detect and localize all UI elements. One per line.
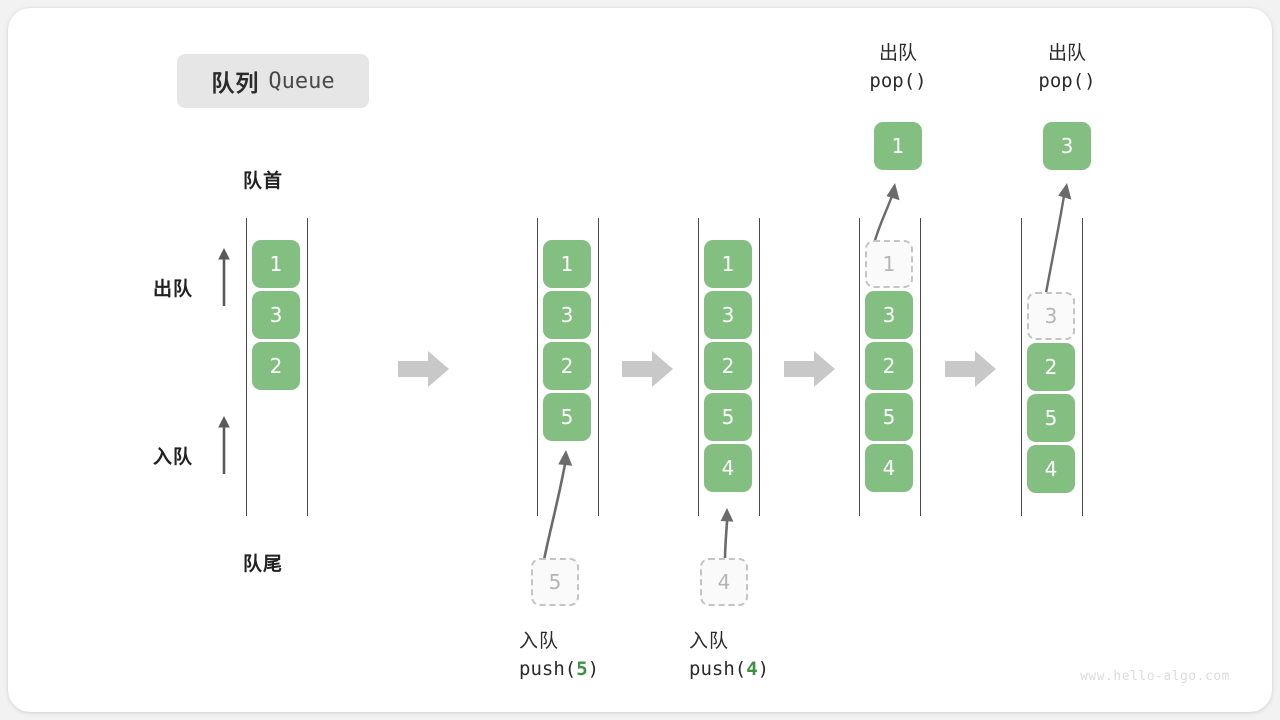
pop-1-caption: 出队 pop()	[836, 40, 960, 95]
queue-cell: 1	[704, 240, 752, 288]
popped-cell: 1	[874, 122, 922, 170]
queue-cell: 1	[543, 240, 591, 288]
pop-caption-code: pop()	[869, 69, 927, 92]
queue-cell: 4	[1027, 445, 1075, 493]
push-caption-code: push(4)	[689, 656, 769, 684]
code-suffix: )	[757, 657, 770, 680]
push-4-caption: 入队 push(4)	[689, 628, 769, 683]
cell-stack: 1 3 2 5 4	[865, 240, 913, 492]
queue-cell: 2	[1027, 343, 1075, 391]
queue-cell-new: 4	[704, 444, 752, 492]
queue-cell: 4	[865, 444, 913, 492]
dequeue-direction-arrow-icon	[215, 246, 233, 308]
dequeue-direction-label: 出队	[153, 279, 194, 300]
rail-right	[598, 218, 599, 516]
queue-cell: 5	[865, 393, 913, 441]
pop-caption-chinese: 出队	[878, 43, 917, 64]
cell-stack: 1 3 2	[252, 240, 300, 390]
pop-3-caption: 出队 pop()	[1005, 40, 1129, 95]
flow-arrow-icon	[398, 351, 450, 387]
queue-cell: 2	[704, 342, 752, 390]
code-number: 4	[746, 657, 758, 680]
rail-right	[759, 218, 760, 516]
rail-right	[920, 218, 921, 516]
push-5-caption: 入队 push(5)	[519, 628, 599, 683]
queue-cell: 2	[543, 342, 591, 390]
pending-input-cell: 4	[700, 558, 748, 606]
enqueue-direction-arrow-icon	[215, 414, 233, 476]
rail-left	[859, 218, 860, 516]
queue-cell: 3	[865, 291, 913, 339]
queue-cell: 3	[543, 291, 591, 339]
pending-input-cell: 5	[531, 558, 579, 606]
enqueue-direction-label: 入队	[153, 447, 194, 468]
queue-cell: 2	[865, 342, 913, 390]
cell-stack: 3 2 5 4	[1027, 292, 1075, 493]
code-prefix: push(	[519, 657, 577, 680]
rail-left	[246, 218, 247, 516]
queue-tail-label: 队尾	[243, 554, 284, 575]
queue-cell: 1	[252, 240, 300, 288]
queue-cell: 3	[704, 291, 752, 339]
rail-left	[698, 218, 699, 516]
push-caption-code: push(5)	[519, 656, 599, 684]
flow-arrow-icon	[784, 351, 836, 387]
diagram-title-chip: 队列 Queue	[177, 54, 369, 108]
rail-left	[537, 218, 538, 516]
queue-cell-removed: 1	[865, 240, 913, 288]
flow-arrow-icon	[622, 351, 674, 387]
pop-caption-chinese: 出队	[1047, 43, 1086, 64]
push-caption-chinese: 入队	[519, 631, 560, 652]
queue-cell: 5	[1027, 394, 1075, 442]
popped-cell: 3	[1043, 122, 1091, 170]
diagram-card: 队列 Queue 队首 队尾 出队 入队 1 3	[8, 8, 1272, 712]
queue-cell: 2	[252, 342, 300, 390]
pop-arrow-icon	[1028, 176, 1078, 306]
code-prefix: push(	[689, 657, 747, 680]
cell-stack: 1 3 2 5 4	[704, 240, 752, 492]
queue-cell: 5	[704, 393, 752, 441]
push-arrow-icon	[705, 500, 745, 562]
pop-arrow-icon	[856, 176, 906, 246]
queue-head-label: 队首	[243, 171, 284, 192]
rail-left	[1021, 218, 1022, 516]
title-chinese: 队列	[211, 70, 260, 96]
queue-cell-removed: 3	[1027, 292, 1075, 340]
code-suffix: )	[587, 657, 600, 680]
push-arrow-icon	[524, 442, 584, 567]
cell-stack: 1 3 2 5	[543, 240, 591, 441]
queue-cell-new: 5	[543, 393, 591, 441]
watermark: www.hello-algo.com	[1080, 669, 1230, 684]
flow-arrow-icon	[945, 351, 997, 387]
pop-caption-code: pop()	[1038, 69, 1096, 92]
queue-cell: 3	[252, 291, 300, 339]
rail-right	[1082, 218, 1083, 516]
rail-right	[307, 218, 308, 516]
code-number: 5	[576, 657, 588, 680]
push-caption-chinese: 入队	[689, 631, 730, 652]
title-english: Queue	[268, 68, 335, 94]
